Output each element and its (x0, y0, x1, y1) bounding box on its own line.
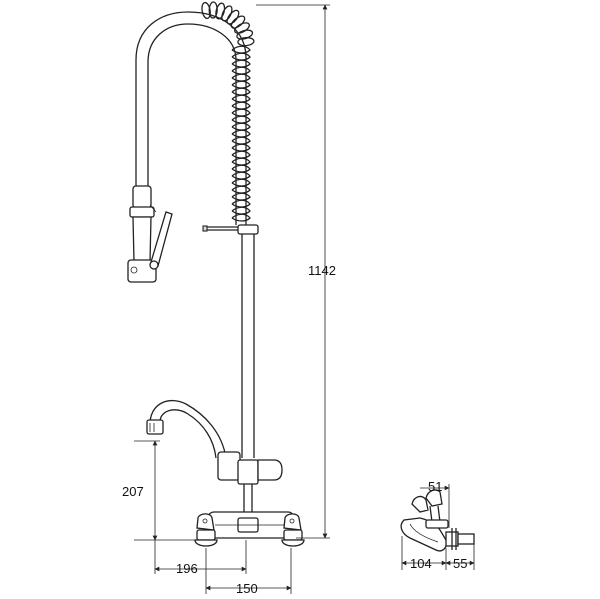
spring-coil-loop (208, 1, 218, 19)
spring-coil-loop (231, 185, 251, 194)
spring-coil-loop (215, 2, 226, 20)
gooseneck-hose (135, 11, 247, 225)
spring-coil-loop (226, 9, 240, 25)
hose-hanger-collar (202, 224, 259, 235)
spring-coil-loop (231, 192, 251, 201)
spring-coil-loop (231, 101, 251, 110)
dim-label-side-depth: 104 (410, 556, 432, 571)
dim-label-side-wall: 55 (453, 556, 467, 571)
spring-coil (201, 1, 255, 222)
dim-side-offset (420, 484, 450, 528)
dim-overall-height (256, 4, 330, 539)
side-view-valve (400, 489, 475, 552)
spray-head (127, 185, 157, 283)
spring-coil-loop (231, 73, 251, 82)
dim-label-spout-reach: 196 (176, 561, 198, 576)
spring-coil-loop (231, 136, 251, 145)
spring-coil-loop (237, 36, 255, 47)
spring-coil-loop (231, 143, 251, 152)
dim-spout-reach (154, 540, 247, 574)
spring-coil-loop (231, 66, 251, 75)
dim-label-spout-height: 207 (122, 484, 144, 499)
dim-spout-height (134, 440, 195, 541)
riser-pipe (241, 232, 255, 458)
right-valve-handle (281, 513, 305, 547)
mixer-body (217, 451, 283, 512)
spring-coil-loop (231, 164, 251, 173)
wall-manifold (207, 511, 295, 539)
spring-coil-loop (234, 22, 250, 34)
spring-coil-loop (231, 115, 251, 124)
spring-coil-loop (231, 59, 251, 68)
spring-coil-loop (231, 213, 251, 222)
spring-coil-loop (231, 150, 251, 159)
spring-coil-loop (231, 80, 251, 89)
spring-coil-loop (231, 129, 251, 138)
spray-trigger-lever (149, 204, 173, 270)
spring-coil-loop (231, 199, 251, 208)
spring-coil-loop (231, 206, 251, 215)
spring-coil-loop (231, 122, 251, 131)
spring-coil-loop (231, 45, 251, 54)
dim-label-side-offset: 51 (428, 479, 442, 494)
dim-side-depth (401, 536, 447, 570)
dim-centres (205, 548, 292, 594)
dim-side-wall (445, 540, 475, 570)
spring-coil-loop (231, 178, 251, 187)
spring-coil-loop (231, 87, 251, 96)
dim-label-centres: 150 (236, 581, 258, 596)
spring-coil-loop (201, 1, 211, 20)
spring-coil-loop (231, 157, 251, 166)
swivel-spout (146, 399, 227, 459)
dim-label-overall-height: 1142 (308, 263, 336, 278)
spring-coil-loop (231, 171, 251, 180)
left-valve-handle (194, 513, 218, 547)
spring-coil-loop (230, 15, 246, 29)
spring-coil-loop (221, 5, 233, 22)
spring-coil-loop (231, 108, 251, 117)
spring-coil-loop (231, 94, 251, 103)
spring-coil-loop (236, 29, 254, 40)
spring-coil-loop (231, 52, 251, 61)
